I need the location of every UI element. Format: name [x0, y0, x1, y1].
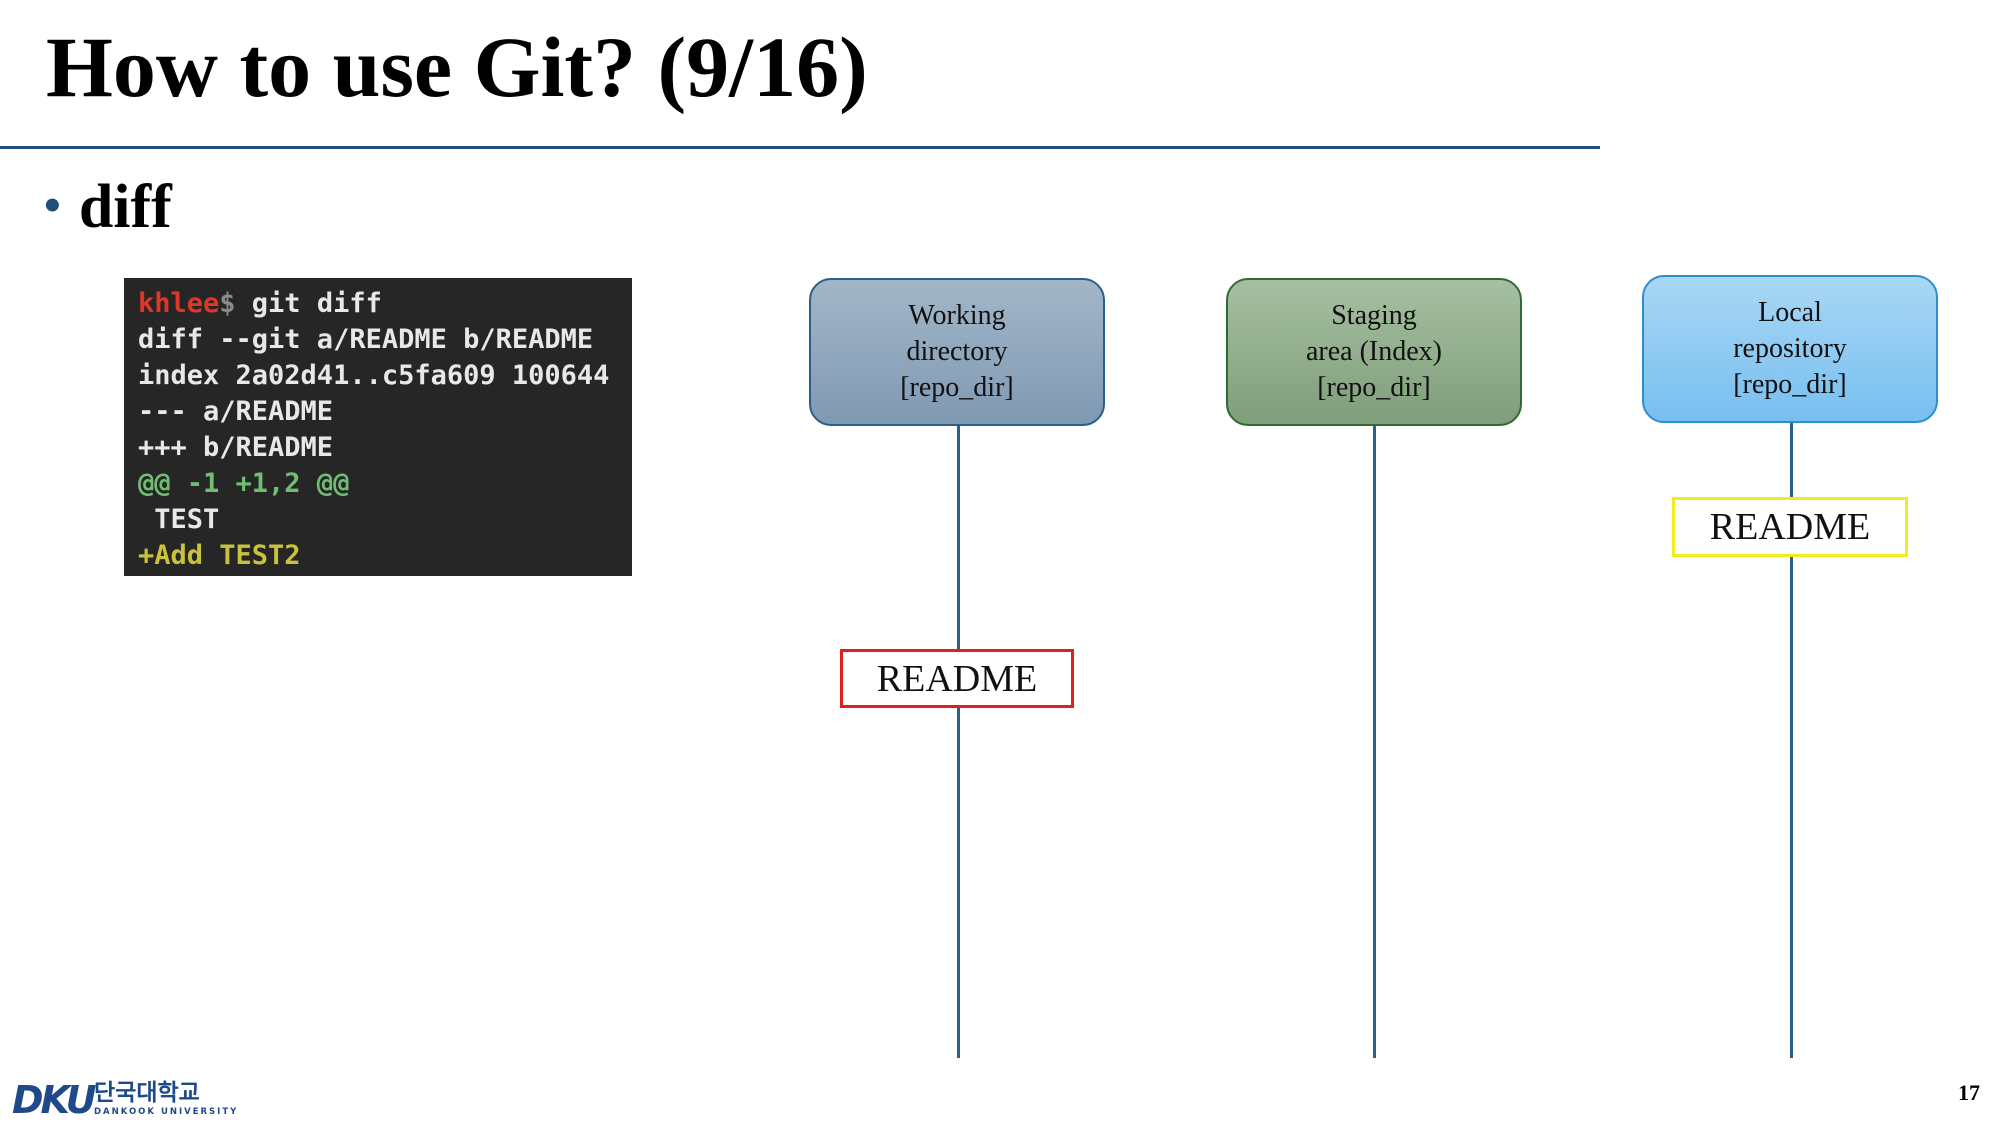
terminal-text: @@ -1 +1,2 @@ [138, 468, 350, 499]
local-repository-line-3: [repo_dir] [1733, 369, 1847, 400]
bullet-text: diff [78, 173, 172, 241]
working-directory-lifeline [957, 426, 960, 1058]
staging-area-box: Staging area (Index) [repo_dir] [1226, 278, 1522, 426]
terminal-text: +Add TEST2 [138, 540, 301, 571]
terminal-text: $ [219, 288, 252, 319]
terminal-text: TEST [138, 504, 220, 535]
local-repository-line-1: Local [1758, 297, 1822, 328]
university-logo: DKU 단국대학교 DANKOOK UNIVERSITY [12, 1078, 236, 1122]
local-repository-box: Local repository [repo_dir] [1642, 275, 1938, 423]
terminal-line: khlee$ git diff [138, 286, 632, 322]
staging-area-line-2: area (Index) [1305, 336, 1442, 367]
staging-area-line-1: Staging [1331, 300, 1417, 331]
terminal-text: git diff [251, 288, 382, 319]
local-readme-file: README [1672, 497, 1908, 557]
slide-title: How to use Git? (9/16) [46, 19, 868, 115]
terminal-line: diff --git a/README b/README [138, 322, 632, 358]
terminal-text: diff --git a/README b/README [138, 324, 594, 355]
terminal-line: TEST [138, 502, 632, 538]
terminal-line: index 2a02d41..c5fa609 100644 [138, 358, 632, 394]
bullet-item: • diff [44, 172, 172, 243]
working-directory-line-3: [repo_dir] [900, 372, 1014, 403]
staging-area-lifeline [1373, 426, 1376, 1058]
staging-area-line-3: [repo_dir] [1317, 372, 1431, 403]
working-readme-file: README [840, 649, 1074, 708]
terminal-line: +++ b/README [138, 430, 632, 466]
working-directory-line-2: directory [906, 336, 1008, 367]
terminal-text: --- a/README [138, 396, 334, 427]
working-directory-line-1: Working [908, 300, 1006, 331]
working-directory-box: Working directory [repo_dir] [809, 278, 1105, 426]
page-number: 17 [1958, 1080, 1980, 1105]
local-repository-lifeline [1790, 423, 1793, 1058]
terminal-line: --- a/README [138, 394, 632, 430]
terminal-text: +++ b/README [138, 432, 334, 463]
bullet-dot-icon: • [44, 179, 61, 232]
terminal-line: +Add TEST2 [138, 538, 632, 574]
logo-english-name: DANKOOK UNIVERSITY [94, 1107, 239, 1117]
terminal-text: index 2a02d41..c5fa609 100644 [138, 360, 610, 391]
logo-mark: DKU [12, 1078, 96, 1122]
title-divider [0, 146, 1600, 149]
terminal-line: @@ -1 +1,2 @@ [138, 466, 632, 502]
logo-korean-name: 단국대학교 [94, 1080, 200, 1106]
local-repository-line-2: repository [1733, 333, 1847, 364]
terminal-text: khlee [138, 288, 220, 319]
